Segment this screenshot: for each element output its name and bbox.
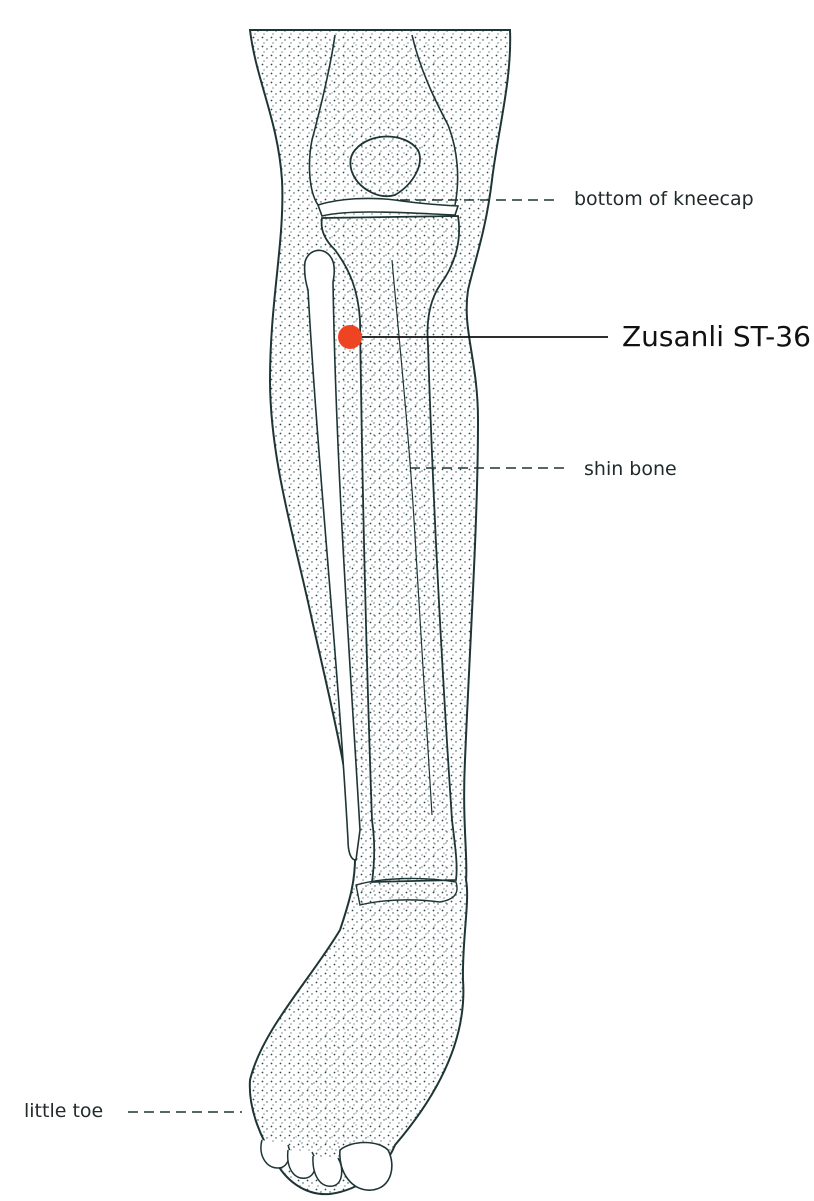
label-bottom-of-kneecap: bottom of kneecap [574,188,754,210]
label-little-toe: little toe [24,1100,103,1122]
label-shin-bone: shin bone [584,458,677,480]
label-zusanli-st36: Zusanli ST-36 [622,320,811,353]
zusanli-point-marker[interactable] [338,325,362,349]
